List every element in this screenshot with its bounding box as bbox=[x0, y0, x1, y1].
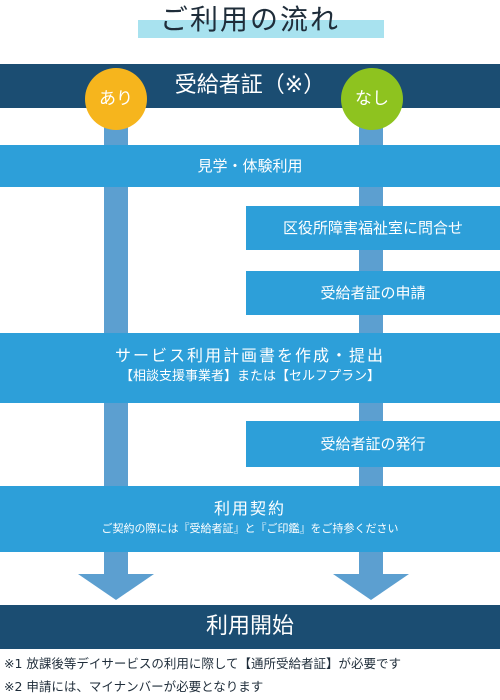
step-application: 受給者証の申請 bbox=[246, 271, 500, 315]
step-tour: 見学・体験利用 bbox=[0, 145, 500, 187]
step-contract-subtitle: ご契約の際には『受給者証』と『ご印鑑』をご持参ください bbox=[101, 522, 399, 535]
step-contract-title: 利用契約 bbox=[213, 499, 286, 518]
note-2: ※2 申請には、マイナンバーが必要となります bbox=[4, 679, 264, 694]
step-inquiry: 区役所障害福祉室に問合せ bbox=[246, 206, 500, 250]
title-highlight bbox=[138, 20, 384, 38]
branch-no-badge: なし bbox=[341, 68, 403, 130]
note-1: ※1 放課後等デイサービスの利用に際して【通所受給者証】が必要です bbox=[4, 656, 402, 671]
branch-yes-badge: あり bbox=[85, 68, 147, 130]
step-contract: 利用契約 ご契約の際には『受給者証』と『ご印鑑』をご持参ください bbox=[0, 486, 500, 552]
step-service-plan: サービス利用計画書を作成・提出 【相談支援事業者】または【セルフプラン】 bbox=[0, 333, 500, 403]
step-service-plan-subtitle: 【相談支援事業者】または【セルフプラン】 bbox=[119, 369, 380, 384]
step-service-plan-title: サービス利用計画書を作成・提出 bbox=[114, 346, 385, 365]
footer-bar: 利用開始 bbox=[0, 605, 500, 649]
page-title: ご利用の流れ bbox=[159, 3, 340, 36]
step-issuance: 受給者証の発行 bbox=[246, 421, 500, 467]
arrowhead-no bbox=[333, 574, 409, 600]
header-bar: 受給者証（※） bbox=[0, 64, 500, 108]
arrowhead-yes bbox=[78, 574, 154, 600]
